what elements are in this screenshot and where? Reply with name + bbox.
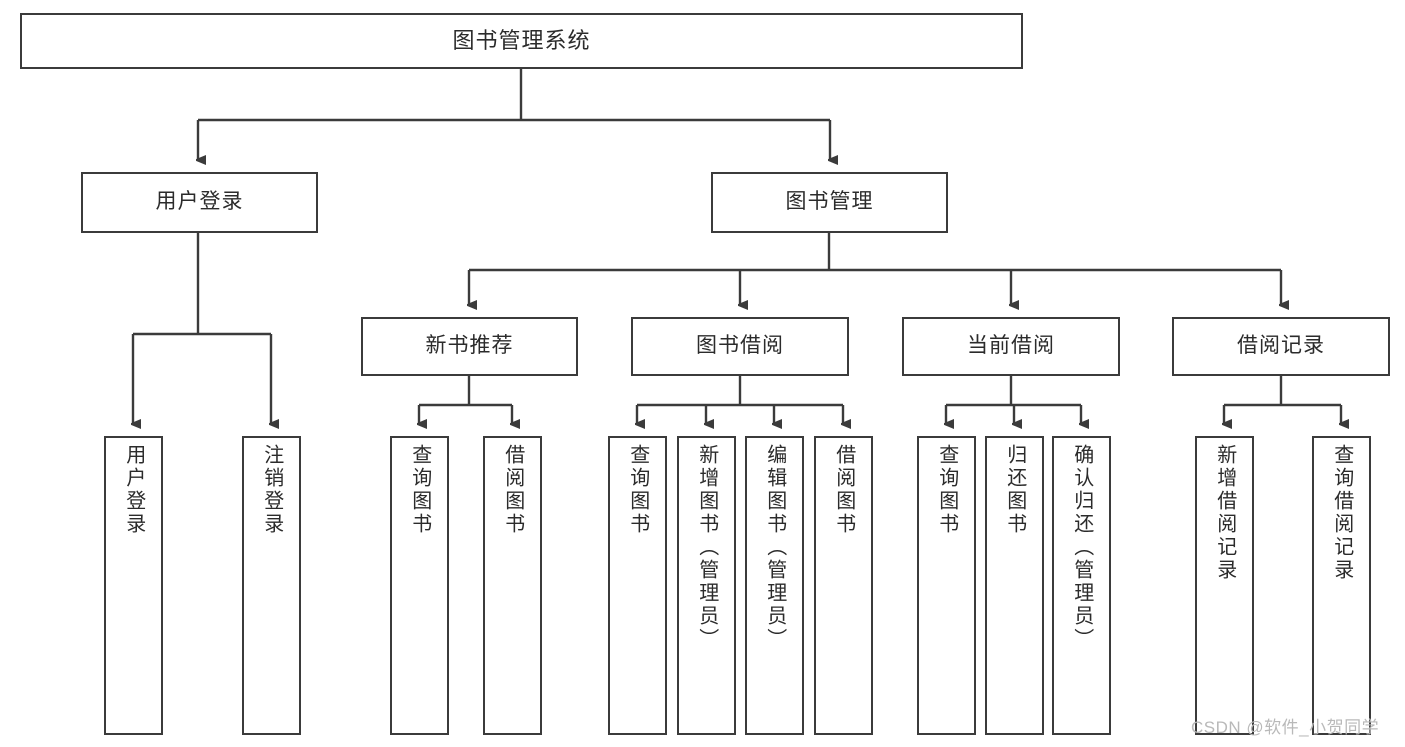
node-book-management[interactable]: 图书管理 [711, 172, 948, 233]
leaf-edit-book-admin[interactable]: 编辑图书（管理员） [745, 436, 804, 735]
leaf-user-login[interactable]: 用户登录 [104, 436, 163, 735]
node-label: 当前借阅 [967, 334, 1055, 358]
node-label: 用户登录 [122, 444, 145, 536]
node-label: 查询借阅记录 [1330, 444, 1353, 582]
leaf-borrow-books-recommend[interactable]: 借阅图书 [483, 436, 542, 735]
leaf-add-borrow-record[interactable]: 新增借阅记录 [1195, 436, 1254, 735]
leaf-query-books-recommend[interactable]: 查询图书 [390, 436, 449, 735]
node-label: 确认归还（管理员） [1070, 444, 1093, 651]
leaf-confirm-return-admin[interactable]: 确认归还（管理员） [1052, 436, 1111, 735]
leaf-query-books-borrow[interactable]: 查询图书 [608, 436, 667, 735]
node-label: 图书管理 [785, 190, 874, 214]
leaf-borrow-books[interactable]: 借阅图书 [814, 436, 873, 735]
node-label: 借阅记录 [1237, 334, 1325, 358]
node-label: 借阅图书 [832, 444, 855, 536]
node-label: 查询图书 [408, 444, 431, 536]
node-root-book-management-system[interactable]: 图书管理系统 [20, 13, 1023, 69]
node-label: 借阅图书 [501, 444, 524, 536]
node-label: 查询图书 [626, 444, 649, 536]
leaf-add-book-admin[interactable]: 新增图书（管理员） [677, 436, 736, 735]
node-new-book-recommend[interactable]: 新书推荐 [361, 317, 578, 376]
node-current-borrow[interactable]: 当前借阅 [902, 317, 1120, 376]
node-label: 新书推荐 [425, 334, 514, 358]
node-label: 图书借阅 [696, 334, 784, 358]
node-user-login[interactable]: 用户登录 [81, 172, 318, 233]
leaf-query-borrow-record[interactable]: 查询借阅记录 [1312, 436, 1371, 735]
node-label: 新增图书（管理员） [695, 444, 718, 651]
leaf-return-books[interactable]: 归还图书 [985, 436, 1044, 735]
node-book-borrow[interactable]: 图书借阅 [631, 317, 849, 376]
node-label: 用户登录 [155, 190, 244, 214]
node-label: 注销登录 [260, 444, 283, 536]
node-label: 新增借阅记录 [1213, 444, 1236, 582]
csdn-watermark: CSDN @软件_小贺同学 [1191, 718, 1380, 737]
node-borrow-records[interactable]: 借阅记录 [1172, 317, 1390, 376]
leaf-logout[interactable]: 注销登录 [242, 436, 301, 735]
leaf-query-books-current[interactable]: 查询图书 [917, 436, 976, 735]
node-label: 查询图书 [935, 444, 958, 536]
node-label: 归还图书 [1003, 444, 1026, 536]
node-label: 编辑图书（管理员） [763, 444, 786, 651]
node-label: 图书管理系统 [452, 28, 591, 54]
